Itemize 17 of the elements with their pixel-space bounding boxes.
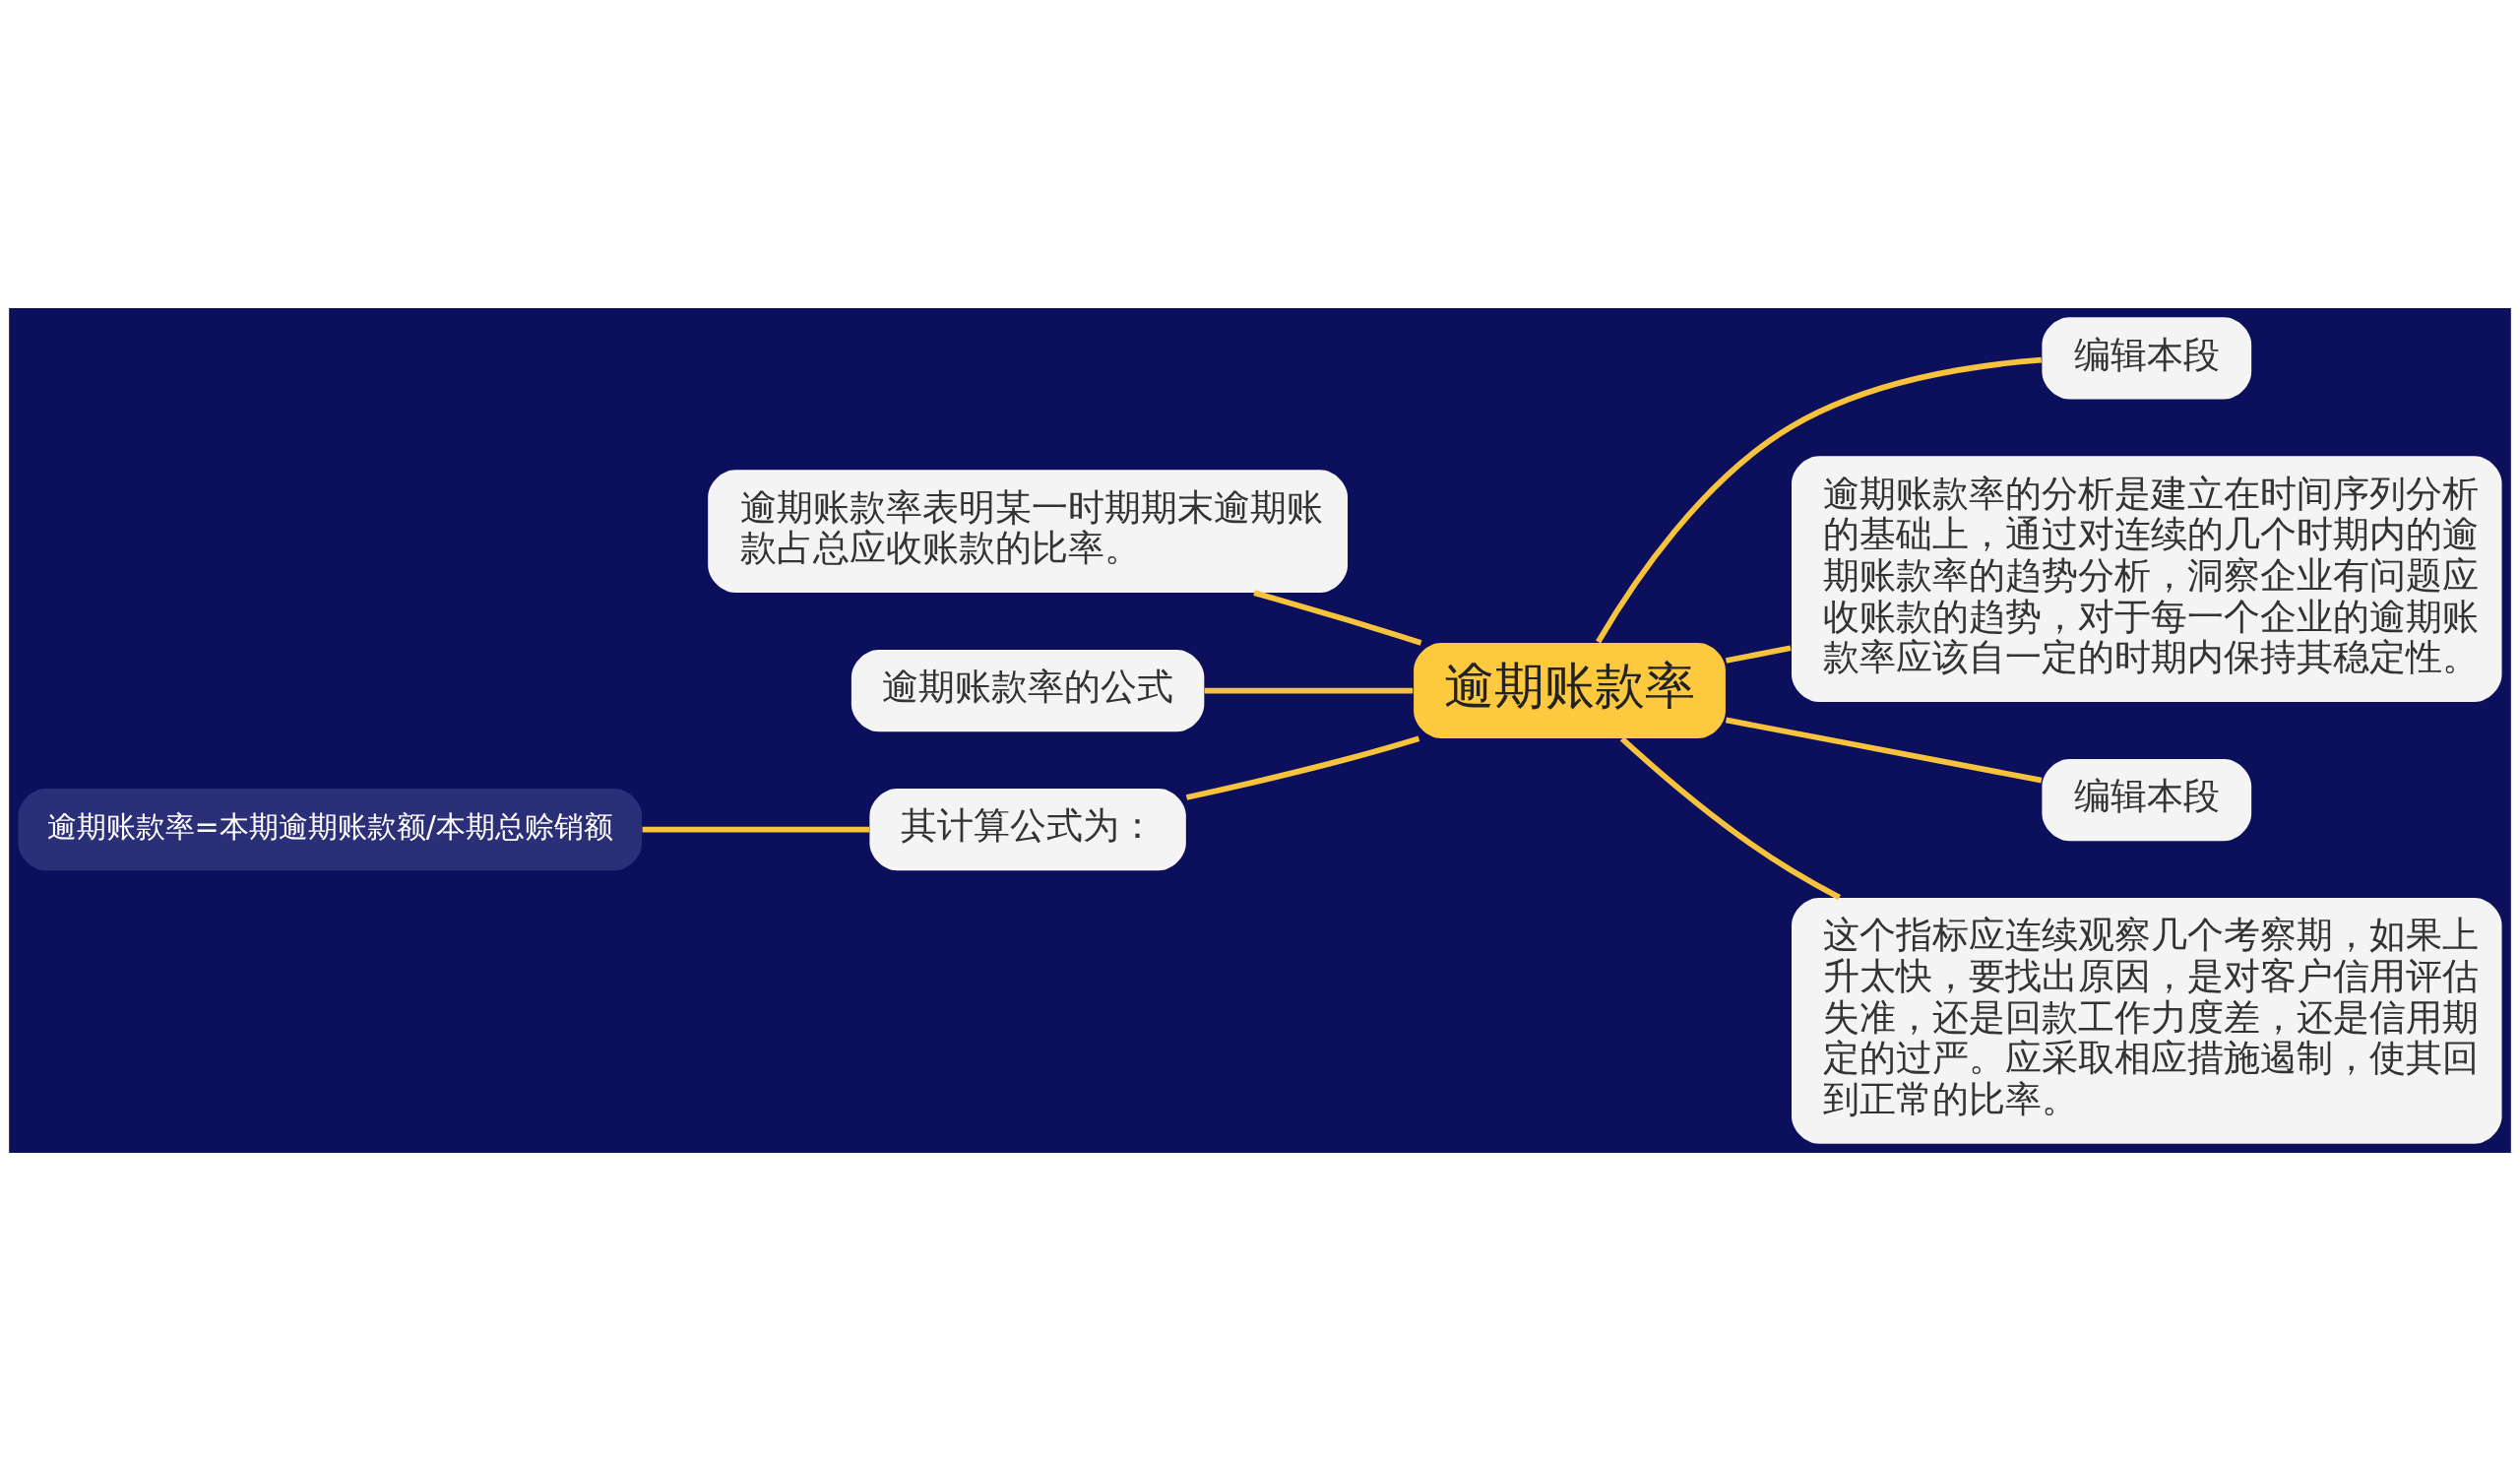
connector xyxy=(1725,644,1792,664)
node-box: 编辑本段 xyxy=(2042,316,2252,399)
connector xyxy=(1204,687,1414,693)
node-box: 逾期账款率表明某一时期期末逾期账款占总应收账款的比率。 xyxy=(708,469,1349,593)
node-box: 其计算公式为： xyxy=(869,788,1186,870)
node-box: 这个指标应连续观察几个考察期，如果上升太快，要找出原因，是对客户信用评估失准，还是回款工作力度差，还是信用期定的过严。应采取相应措施遏制，使其回到正常的比率。 xyxy=(1792,897,2502,1144)
connector xyxy=(1253,589,1422,646)
connector xyxy=(1619,735,1841,900)
node-box: 逾期账款率的分析是建立在时间序列分析的基础上，通过对连续的几个时期内的逾期账款率的趋势分析，洞察企业有问题应收账款的趋势，对于每一个企业的逾期账款率应该自一定的时期内保持其稳定性。 xyxy=(1792,455,2502,702)
connector xyxy=(1596,356,2043,644)
node-box: 逾期账款率=本期逾期账款额/本期总赊销额 xyxy=(18,788,643,870)
node-box: 编辑本段 xyxy=(2042,758,2252,841)
connector xyxy=(642,826,870,832)
connector xyxy=(1185,735,1420,800)
node-box: 逾期账款率 xyxy=(1414,642,1726,738)
node-box: 逾期账款率的公式 xyxy=(850,649,1205,731)
connector xyxy=(1725,717,2043,783)
